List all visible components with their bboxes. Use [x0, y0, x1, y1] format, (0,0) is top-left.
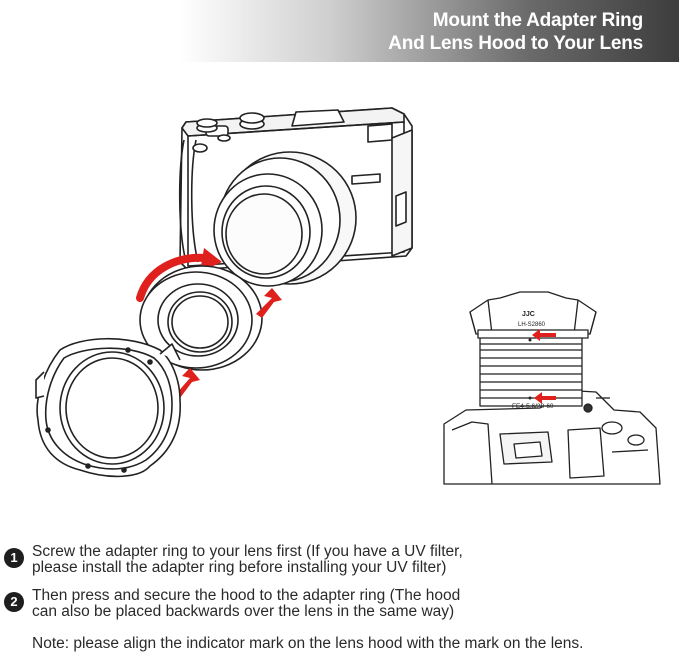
- alignment-note: Note: please align the indicator mark on…: [32, 635, 584, 652]
- step-2-line-1: Then press and secure the hood to the ad…: [32, 587, 461, 604]
- banner-title: Mount the Adapter Ring And Lens Hood to …: [388, 9, 643, 55]
- lens-marking-label: FE4-5.6/28-60: [512, 403, 554, 410]
- banner-title-line-2: And Lens Hood to Your Lens: [388, 33, 643, 54]
- step-1-line-2: please install the adapter ring before i…: [32, 559, 447, 576]
- step-2-line-2: can also be placed backwards over the le…: [32, 603, 455, 620]
- push-arrow-icon-2: [176, 368, 200, 398]
- rotate-arrow-icon: [136, 253, 210, 302]
- banner-title-line-1: Mount the Adapter Ring: [432, 10, 643, 31]
- hood-index-dot: [528, 338, 532, 342]
- camera-lens-illustration: [213, 151, 357, 287]
- inset-illustration: [443, 291, 661, 485]
- adapter-ring-illustration: [139, 265, 263, 371]
- alignment-arrow-icon-lens: [534, 392, 556, 404]
- step-2-text: Then press and secure the hood to the ad…: [32, 588, 460, 620]
- lens-hood-illustration: [35, 337, 181, 478]
- lens-index-dot: [528, 396, 532, 400]
- header-banner: Mount the Adapter Ring And Lens Hood to …: [180, 0, 679, 62]
- mounting-illustration: JJC LH-S2860 FE4-5.6/28-60: [35, 107, 661, 485]
- step-1-number-badge: 1: [4, 548, 24, 568]
- step-2-number-badge: 2: [4, 592, 24, 612]
- step-1-text: Screw the adapter ring to your lens firs…: [32, 544, 463, 576]
- hood-brand-label: JJC: [522, 311, 535, 318]
- push-arrow-icon-1: [256, 288, 282, 318]
- step-1-line-1: Screw the adapter ring to your lens firs…: [32, 543, 463, 560]
- hood-model-label: LH-S2860: [518, 322, 546, 328]
- alignment-arrow-icon-hood: [532, 329, 556, 341]
